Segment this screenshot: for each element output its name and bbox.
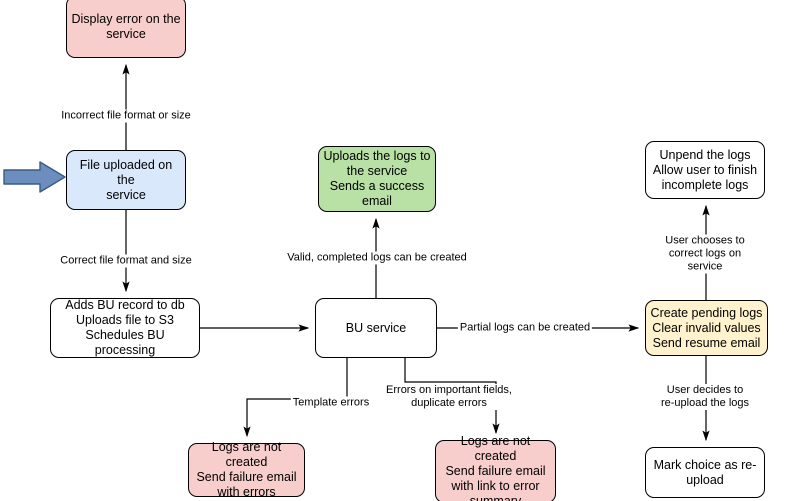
edge-label-partial-logs: Partial logs can be created xyxy=(457,321,593,335)
edge-label-template-errors: Template errors xyxy=(290,396,372,410)
edge-label-valid-completed: Valid, completed logs can be created xyxy=(285,251,469,265)
edge-label-correct-file: Correct file format and size xyxy=(58,254,194,268)
node-bu-service[interactable]: BU service xyxy=(315,298,437,358)
entry-arrow xyxy=(3,161,66,193)
node-mark-reupload-label: Mark choice as re- upload xyxy=(653,457,757,487)
node-logs-not-created-summary-label: Logs are not created Send failure email … xyxy=(445,434,546,501)
node-display-error-label: Display error on the service xyxy=(71,12,181,41)
node-unpend-logs-label: Unpend the logs Allow user to finish inc… xyxy=(652,147,758,192)
node-create-pending-logs-label: Create pending logs Clear invalid values… xyxy=(650,305,763,350)
edge-label-user-corrects: User chooses to correct logs on service xyxy=(657,234,753,274)
node-uploads-logs-label: Uploads the logs to the service Sends a … xyxy=(323,149,431,208)
node-mark-reupload[interactable]: Mark choice as re- upload xyxy=(645,447,765,498)
edge-label-user-reupload: User decides to re-upload the logs xyxy=(657,384,753,410)
node-bu-service-label: BU service xyxy=(345,320,407,335)
node-logs-not-created-summary[interactable]: Logs are not created Send failure email … xyxy=(435,434,556,501)
node-unpend-logs[interactable]: Unpend the logs Allow user to finish inc… xyxy=(645,141,765,199)
node-logs-not-created-template[interactable]: Logs are not created Send failure email … xyxy=(188,440,305,499)
node-create-pending-logs[interactable]: Create pending logs Clear invalid values… xyxy=(645,300,768,356)
node-file-uploaded[interactable]: File uploaded on the service xyxy=(66,150,186,210)
node-uploads-logs[interactable]: Uploads the logs to the service Sends a … xyxy=(318,146,436,212)
node-logs-not-created-template-label: Logs are not created Send failure email … xyxy=(196,440,297,499)
node-adds-bu-record[interactable]: Adds BU record to db Uploads file to S3 … xyxy=(50,298,200,358)
edge-label-errors-important: Errors on important fields, duplicate er… xyxy=(384,384,514,410)
edge-label-incorrect-file: Incorrect file format or size xyxy=(59,109,193,123)
node-display-error[interactable]: Display error on the service xyxy=(66,0,186,58)
node-adds-bu-record-label: Adds BU record to db Uploads file to S3 … xyxy=(65,298,185,357)
node-file-uploaded-label: File uploaded on the service xyxy=(79,157,173,202)
